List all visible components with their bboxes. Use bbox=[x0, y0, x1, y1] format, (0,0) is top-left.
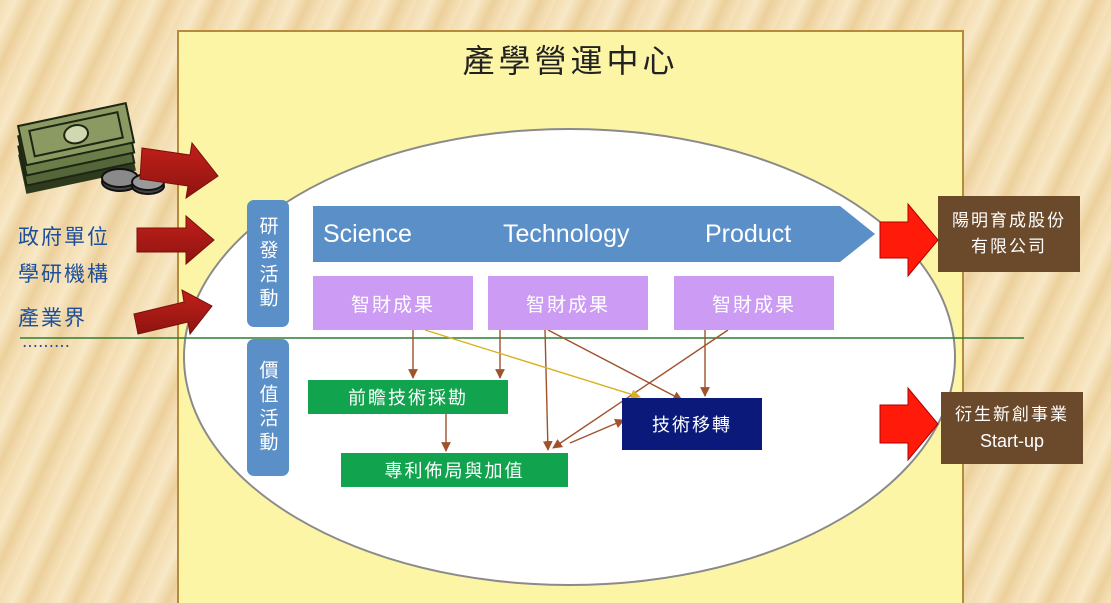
ip-result-box: 智財成果 bbox=[674, 276, 834, 330]
rd-activity-label: 研發活動 bbox=[247, 200, 289, 327]
source-government: 政府單位 bbox=[18, 225, 110, 249]
input-arrow-industry bbox=[133, 289, 213, 336]
source-ellipsis: ……… bbox=[22, 332, 70, 351]
source-academia: 學研機構 bbox=[18, 262, 110, 286]
company-name-line1: 陽明育成股份 bbox=[952, 211, 1066, 231]
company-box: 陽明育成股份 有限公司 bbox=[938, 196, 1080, 272]
stage-science: Science bbox=[323, 220, 412, 248]
startup-box: 衍生新創事業 Start-up bbox=[941, 392, 1083, 464]
input-arrow-government bbox=[136, 214, 215, 266]
value-activity-label: 價值活動 bbox=[247, 339, 289, 476]
stage-product: Product bbox=[705, 220, 792, 248]
ip-result-box: 智財成果 bbox=[488, 276, 648, 330]
money-icon bbox=[16, 102, 165, 195]
tech-scouting-box: 前瞻技術採勘 bbox=[308, 380, 508, 414]
company-name-line2: 有限公司 bbox=[971, 237, 1047, 257]
startup-line2: Start-up bbox=[979, 431, 1045, 451]
startup-line1: 衍生新創事業 bbox=[955, 405, 1069, 425]
connector bbox=[424, 329, 641, 400]
output-arrow-company bbox=[879, 202, 939, 278]
output-arrow-startup bbox=[879, 386, 939, 462]
connector bbox=[569, 418, 625, 444]
ip-result-box: 智財成果 bbox=[313, 276, 473, 330]
operation-ellipse bbox=[183, 128, 956, 586]
source-industry: 產業界 bbox=[18, 306, 87, 330]
page-title: 產學營運中心 bbox=[462, 42, 679, 80]
pipeline-arrow bbox=[313, 206, 875, 262]
input-arrow-money bbox=[139, 141, 219, 200]
connector bbox=[547, 329, 683, 401]
tech-transfer-box: 技術移轉 bbox=[622, 398, 762, 450]
connector bbox=[552, 329, 729, 449]
stage-technology: Technology bbox=[503, 220, 630, 248]
connector bbox=[542, 329, 553, 451]
patent-portfolio-box: 專利佈局與加值 bbox=[341, 453, 568, 487]
